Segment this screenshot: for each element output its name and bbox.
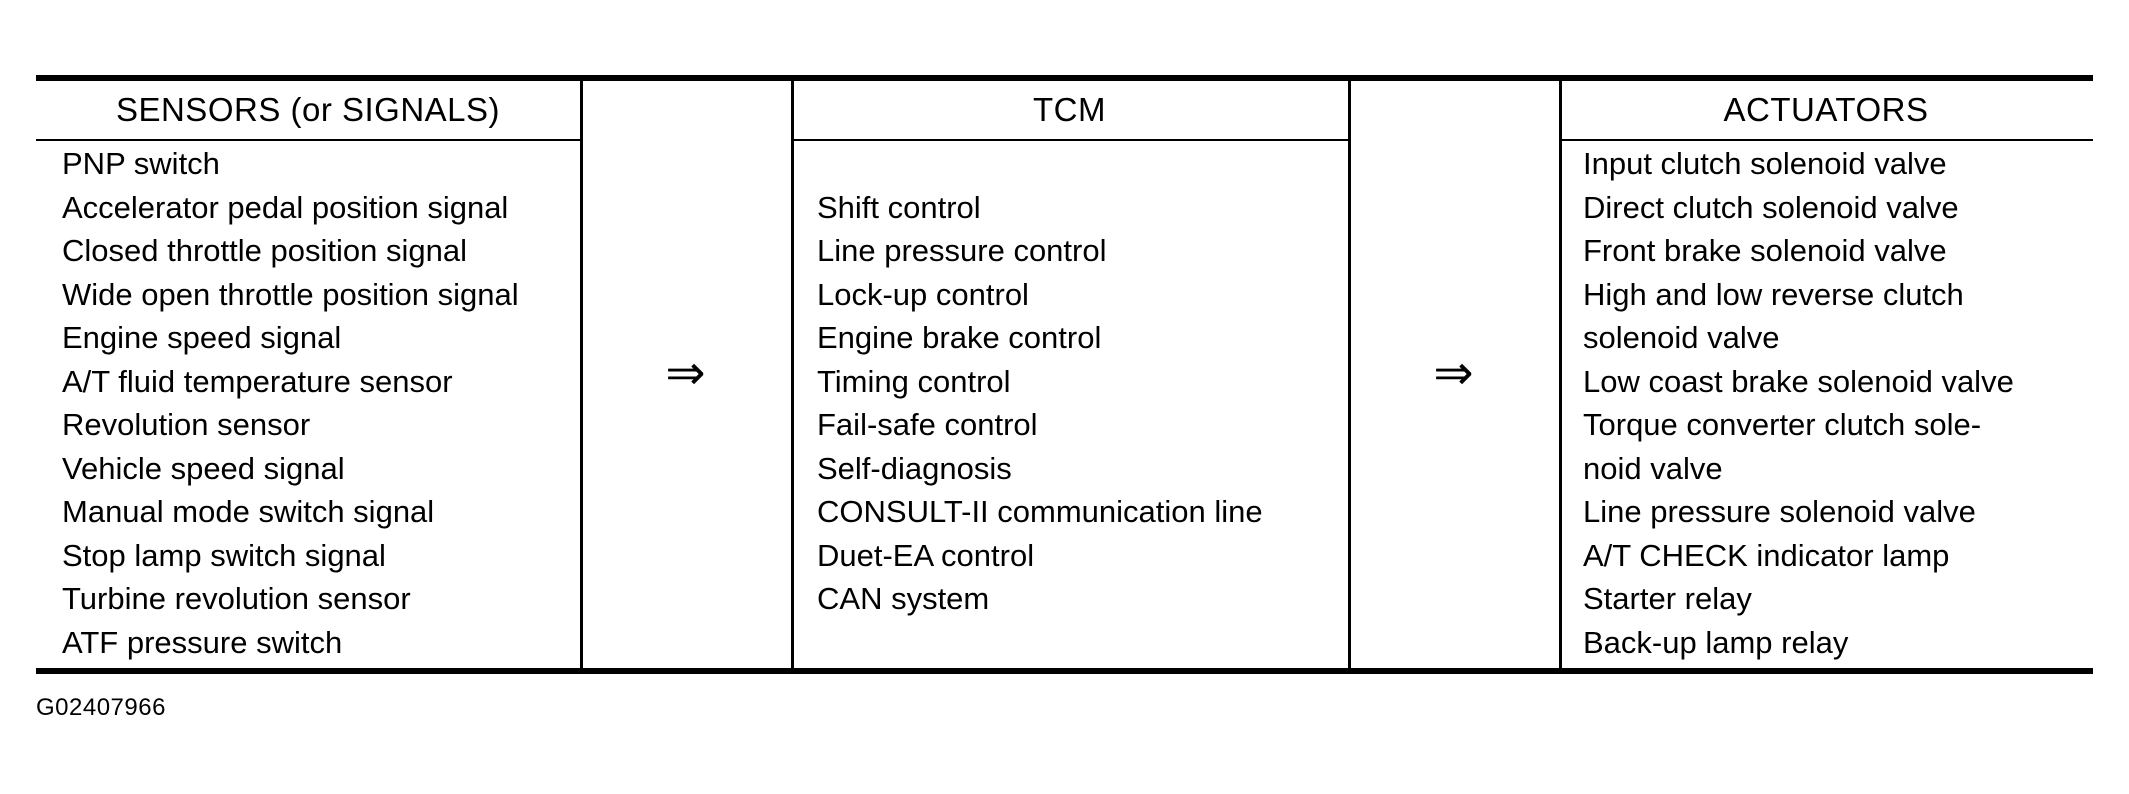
actuator-item: noid valve <box>1583 450 1723 486</box>
actuator-item: Direct clutch solenoid valve <box>1583 189 1959 225</box>
actuator-item: Line pressure solenoid valve <box>1583 494 1976 529</box>
actuator-item: A/T CHECK indicator lamp <box>1583 537 1950 573</box>
divider-tcm-right <box>1348 81 1351 668</box>
actuator-item: Front brake solenoid valve <box>1583 233 1947 268</box>
sensor-item: Accelerator pedal position signal <box>62 189 509 225</box>
table-border-bottom <box>36 668 2093 674</box>
sensor-item: PNP switch <box>62 146 220 181</box>
right-double-arrow-icon: ⇒ <box>665 347 706 400</box>
divider-sensors-right <box>580 81 583 668</box>
sensor-item: Stop lamp switch signal <box>62 537 386 573</box>
actuator-item: High and low reverse clutch <box>1583 276 1964 312</box>
sensors-column-header: SENSORS (or SIGNALS) <box>115 91 501 128</box>
tcm-item: Self-diagnosis <box>817 450 1012 486</box>
actuator-item: Low coast brake solenoid valve <box>1583 363 2014 399</box>
actuator-item: Input clutch solenoid valve <box>1583 146 1947 181</box>
actuators-column-header: ACTUATORS <box>1723 91 1929 128</box>
sensor-item: Wide open throttle position signal <box>62 276 519 312</box>
sensor-item: Turbine revolution sensor <box>62 581 411 616</box>
actuator-item: solenoid valve <box>1583 320 1780 355</box>
sensors-header-underline <box>36 139 580 141</box>
tcm-item: Engine brake control <box>817 320 1102 355</box>
tcm-item: Fail-safe control <box>817 407 1038 442</box>
divider-tcm-left <box>791 81 794 668</box>
tcm-item: Line pressure control <box>817 233 1107 268</box>
tcm-item: CAN system <box>817 581 990 616</box>
divider-actuators-left <box>1559 81 1562 668</box>
actuator-item: Back-up lamp relay <box>1583 624 1849 660</box>
tcm-column-header: TCM <box>1033 91 1106 128</box>
sensor-item: Engine speed signal <box>62 320 342 355</box>
tcm-item: Lock-up control <box>817 276 1029 312</box>
tcm-header-underline <box>791 139 1348 141</box>
tcm-item: Duet-EA control <box>817 537 1035 573</box>
actuators-header-underline <box>1559 139 2093 141</box>
table-border-top <box>36 75 2093 81</box>
sensor-item: A/T fluid temperature sensor <box>62 363 453 399</box>
figure-id-caption: G02407966 <box>36 694 166 721</box>
sensor-item: Revolution sensor <box>62 407 311 442</box>
actuator-item: Torque converter clutch sole- <box>1583 407 1982 442</box>
tcm-item: Shift control <box>817 189 981 225</box>
sensor-item: Manual mode switch signal <box>62 494 435 529</box>
sensor-item: Vehicle speed signal <box>62 450 345 486</box>
right-double-arrow-icon: ⇒ <box>1433 347 1474 400</box>
actuator-item: Starter relay <box>1583 581 1752 616</box>
sensor-item: ATF pressure switch <box>62 624 343 660</box>
tcm-item: Timing control <box>817 363 1011 399</box>
tcm-item: CONSULT-II communication line <box>817 494 1263 529</box>
sensor-item: Closed throttle position signal <box>62 233 467 268</box>
